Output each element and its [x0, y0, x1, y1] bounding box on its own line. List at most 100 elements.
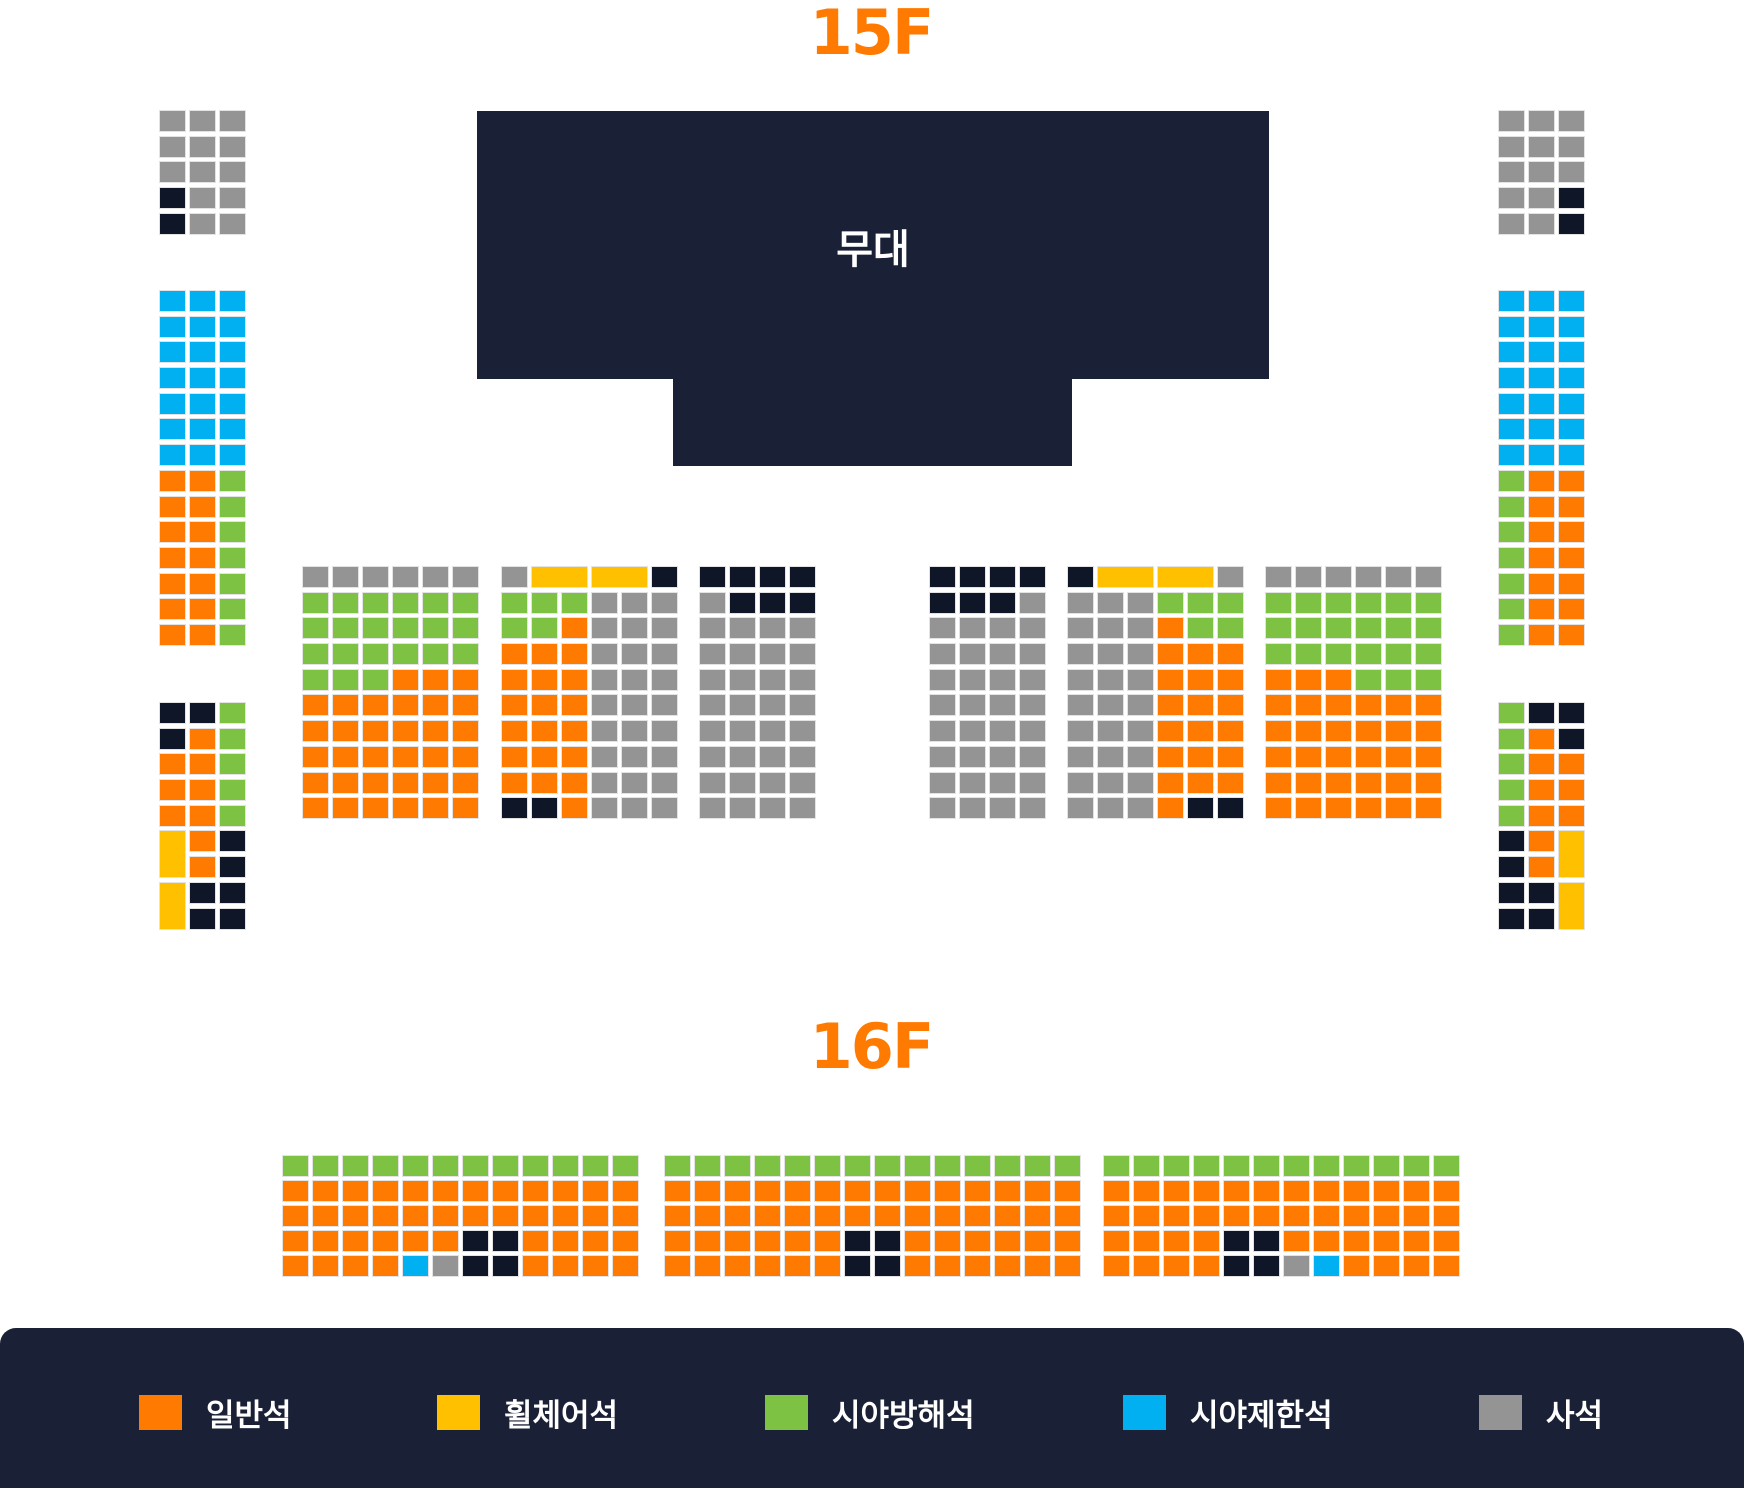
seat-general[interactable] [1529, 522, 1554, 543]
seat-limited-view[interactable] [220, 393, 245, 414]
seat-wheelchair[interactable] [592, 567, 647, 587]
seat-obstructed-view[interactable] [373, 1156, 398, 1176]
seat-general[interactable] [1104, 1231, 1129, 1251]
seat-general[interactable] [785, 1256, 810, 1276]
seat-general[interactable] [725, 1231, 750, 1251]
seat-general[interactable] [1559, 496, 1584, 517]
seat-general[interactable] [373, 1231, 398, 1251]
seat-obstructed-view[interactable] [1344, 1156, 1369, 1176]
seat-general[interactable] [695, 1256, 720, 1276]
seat-general[interactable] [725, 1256, 750, 1276]
seat-general[interactable] [553, 1206, 578, 1226]
seat-general[interactable] [423, 695, 448, 716]
seat-general[interactable] [190, 547, 215, 568]
seat-obstructed-view[interactable] [1499, 780, 1524, 801]
seat-general[interactable] [583, 1231, 608, 1251]
seat-general[interactable] [1104, 1206, 1129, 1226]
seat-obstructed-view[interactable] [423, 618, 448, 639]
seat-obstructed-view[interactable] [220, 496, 245, 517]
seat-general[interactable] [755, 1181, 780, 1201]
seat-obstructed-view[interactable] [423, 592, 448, 613]
seat-limited-view[interactable] [1499, 291, 1524, 311]
seat-obstructed-view[interactable] [1356, 644, 1381, 665]
seat-general[interactable] [1158, 669, 1183, 690]
seat-general[interactable] [1055, 1256, 1080, 1276]
seat-general[interactable] [1356, 695, 1381, 716]
seat-general[interactable] [695, 1231, 720, 1251]
seat-general[interactable] [532, 644, 557, 665]
seat-limited-view[interactable] [190, 393, 215, 414]
seat-general[interactable] [1416, 798, 1441, 819]
seat-general[interactable] [423, 746, 448, 767]
seat-general[interactable] [1434, 1206, 1459, 1226]
seat-limited-view[interactable] [220, 445, 245, 466]
seat-limited-view[interactable] [1559, 445, 1584, 466]
seat-obstructed-view[interactable] [333, 618, 358, 639]
seat-obstructed-view[interactable] [393, 644, 418, 665]
seat-obstructed-view[interactable] [1218, 592, 1243, 613]
seat-obstructed-view[interactable] [1055, 1156, 1080, 1176]
seat-general[interactable] [1218, 644, 1243, 665]
seat-general[interactable] [1296, 798, 1321, 819]
seat-wheelchair[interactable] [1559, 882, 1584, 929]
seat-obstructed-view[interactable] [1499, 703, 1524, 723]
seat-obstructed-view[interactable] [1218, 618, 1243, 639]
seat-obstructed-view[interactable] [1499, 470, 1524, 491]
seat-obstructed-view[interactable] [502, 618, 527, 639]
seat-limited-view[interactable] [1499, 419, 1524, 440]
seat-general[interactable] [965, 1256, 990, 1276]
seat-general[interactable] [160, 780, 185, 801]
seat-limited-view[interactable] [1559, 316, 1584, 337]
seat-general[interactable] [725, 1181, 750, 1201]
seat-general[interactable] [303, 772, 328, 793]
seat-limited-view[interactable] [1499, 342, 1524, 363]
seat-general[interactable] [303, 746, 328, 767]
seat-general[interactable] [1218, 669, 1243, 690]
seat-obstructed-view[interactable] [562, 592, 587, 613]
seat-obstructed-view[interactable] [1284, 1156, 1309, 1176]
seat-general[interactable] [1416, 746, 1441, 767]
seat-general[interactable] [283, 1231, 308, 1251]
seat-obstructed-view[interactable] [1266, 644, 1291, 665]
seat-general[interactable] [1055, 1181, 1080, 1201]
seat-general[interactable] [523, 1206, 548, 1226]
seat-general[interactable] [502, 746, 527, 767]
seat-general[interactable] [905, 1181, 930, 1201]
seat-general[interactable] [363, 695, 388, 716]
seat-general[interactable] [190, 780, 215, 801]
seat-general[interactable] [1529, 805, 1554, 826]
seat-general[interactable] [613, 1256, 638, 1276]
seat-limited-view[interactable] [1499, 368, 1524, 389]
seat-obstructed-view[interactable] [1224, 1156, 1249, 1176]
seat-general[interactable] [613, 1206, 638, 1226]
seat-general[interactable] [665, 1256, 690, 1276]
seat-general[interactable] [313, 1231, 338, 1251]
seat-limited-view[interactable] [220, 316, 245, 337]
seat-general[interactable] [553, 1181, 578, 1201]
seat-obstructed-view[interactable] [523, 1156, 548, 1176]
seat-wheelchair[interactable] [1098, 567, 1153, 587]
seat-limited-view[interactable] [160, 368, 185, 389]
seat-general[interactable] [160, 805, 185, 826]
seat-general[interactable] [583, 1206, 608, 1226]
seat-general[interactable] [393, 721, 418, 742]
seat-general[interactable] [1188, 721, 1213, 742]
seat-general[interactable] [1025, 1206, 1050, 1226]
seat-general[interactable] [1266, 669, 1291, 690]
seat-obstructed-view[interactable] [1326, 592, 1351, 613]
seat-wheelchair[interactable] [1559, 831, 1584, 878]
seat-general[interactable] [1434, 1231, 1459, 1251]
seat-general[interactable] [1158, 721, 1183, 742]
seat-general[interactable] [1254, 1206, 1279, 1226]
seat-general[interactable] [1326, 669, 1351, 690]
seat-limited-view[interactable] [1529, 445, 1554, 466]
seat-obstructed-view[interactable] [1326, 618, 1351, 639]
seat-general[interactable] [1296, 669, 1321, 690]
seat-general[interactable] [1559, 547, 1584, 568]
seat-general[interactable] [190, 470, 215, 491]
seat-obstructed-view[interactable] [502, 592, 527, 613]
seat-general[interactable] [1559, 624, 1584, 645]
seat-general[interactable] [502, 644, 527, 665]
seat-general[interactable] [1158, 772, 1183, 793]
seat-general[interactable] [1326, 772, 1351, 793]
